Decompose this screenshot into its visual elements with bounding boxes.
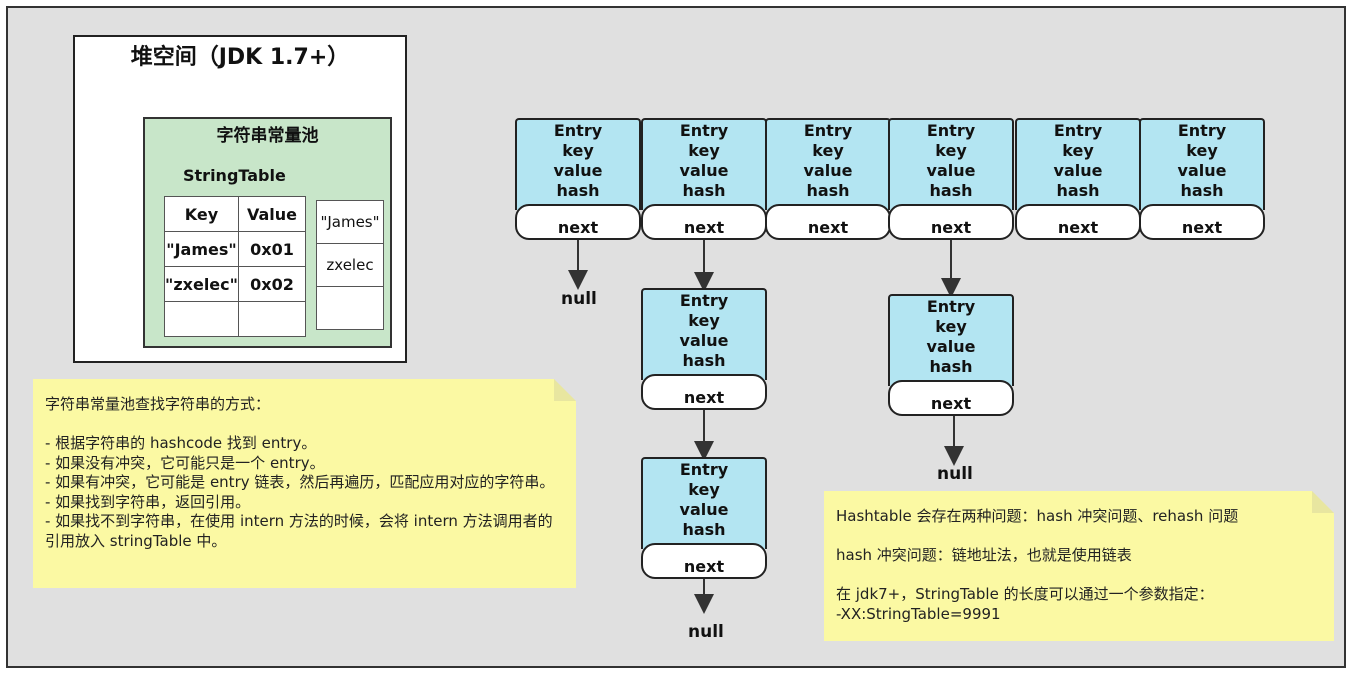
next-pointer: next xyxy=(1015,204,1141,240)
null-label: null xyxy=(561,289,597,309)
next-pointer: next xyxy=(1139,204,1265,240)
next-pointer: next xyxy=(641,543,767,579)
null-label: null xyxy=(688,622,724,642)
table-cell-key: "James" xyxy=(164,231,239,267)
next-pointer: next xyxy=(641,374,767,410)
note-line xyxy=(45,415,560,435)
null-label: null xyxy=(937,464,973,484)
note-body: 字符串常量池查找字符串的方式： - 根据字符串的 hashcode 找到 ent… xyxy=(45,395,560,551)
table-row: "zxelec" 0x02 xyxy=(164,266,306,302)
note-line: -XX:StringTable=9991 xyxy=(836,604,1001,623)
note-line: - 如果找到字符串，返回引用。 xyxy=(45,492,251,511)
note-body: Hashtable 会存在两种问题：hash 冲突问题、rehash 问题 ha… xyxy=(836,507,1316,624)
note-line: - 根据字符串的 hashcode 找到 entry。 xyxy=(45,434,317,452)
value-header: Value xyxy=(237,196,306,232)
string-table: Key Value "James" 0x01 "zxelec" 0x02 xyxy=(164,196,306,337)
string-value-column: "James" zxelec xyxy=(316,200,384,330)
note-line: - 如果找不到字符串，在使用 intern 方法的时候，会将 intern 方法… xyxy=(45,512,553,550)
string-table-header-row: Key Value xyxy=(164,196,306,232)
next-pointer: next xyxy=(765,204,891,240)
note-corner-fold xyxy=(554,379,576,401)
note-line: hash 冲突问题：链地址法，也就是使用链表 xyxy=(836,546,1132,564)
note-line: Hashtable 会存在两种问题：hash 冲突问题、rehash 问题 xyxy=(836,507,1239,525)
table-row: "James" 0x01 xyxy=(164,231,306,267)
next-pointer: next xyxy=(888,204,1014,240)
next-pointer: next xyxy=(641,204,767,240)
table-cell-key xyxy=(164,301,239,337)
note-line: - 如果没有冲突，它可能只是一个 entry。 xyxy=(45,453,325,472)
string-pool-title: 字符串常量池 xyxy=(216,126,319,146)
note-corner-fold xyxy=(1312,491,1334,513)
note-line: 在 jdk7+，StringTable 的长度可以通过一个参数指定： xyxy=(836,585,1214,603)
note-line: - 如果有冲突，它可能是 entry 链表，然后再遍历，匹配应用对应的字符串。 xyxy=(45,473,555,491)
table-cell-value xyxy=(237,301,306,337)
string-value-cell: "James" xyxy=(317,201,383,244)
note-line: 字符串常量池查找字符串的方式： xyxy=(45,395,271,413)
heap-space-title: 堆空间（JDK 1.7+） xyxy=(130,45,350,70)
hashtable-note: Hashtable 会存在两种问题：hash 冲突问题、rehash 问题 ha… xyxy=(824,491,1334,641)
string-table-label: StringTable xyxy=(183,166,286,185)
lookup-note: 字符串常量池查找字符串的方式： - 根据字符串的 hashcode 找到 ent… xyxy=(33,379,576,588)
next-pointer: next xyxy=(515,204,641,240)
table-row xyxy=(164,301,306,337)
note-line xyxy=(836,527,1316,547)
string-value-cell: zxelec xyxy=(317,244,383,287)
next-pointer: next xyxy=(888,380,1014,416)
table-cell-value: 0x02 xyxy=(237,266,306,302)
note-line xyxy=(836,566,1316,586)
